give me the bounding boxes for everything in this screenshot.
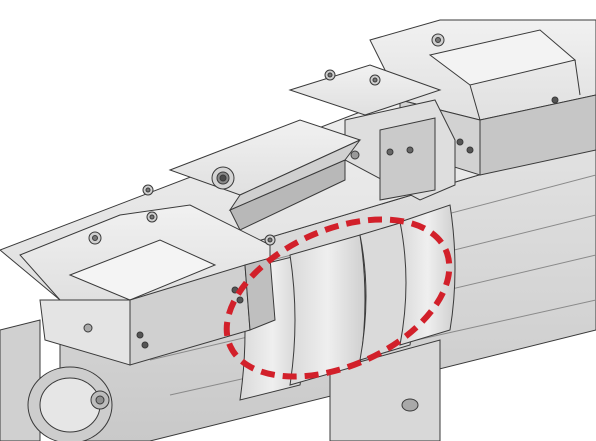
highlight-ellipse	[223, 216, 453, 380]
left-base	[0, 319, 113, 441]
front-slide-unit	[19, 184, 276, 366]
cover-plate	[168, 119, 362, 231]
middle-block	[288, 64, 456, 201]
